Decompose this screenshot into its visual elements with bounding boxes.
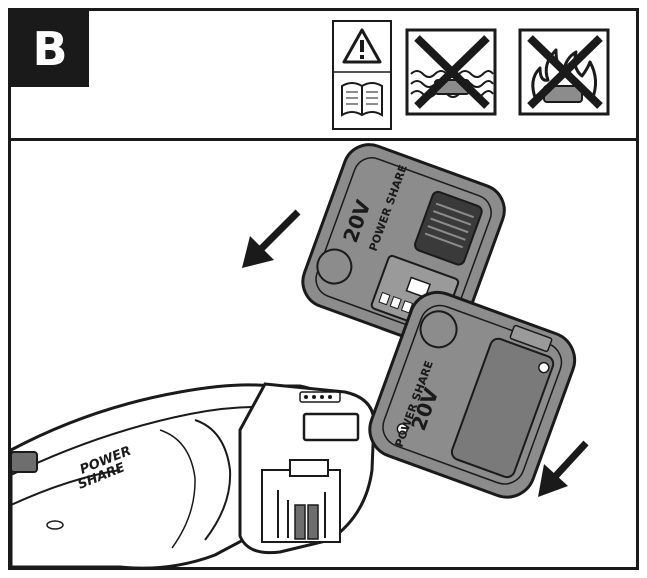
header-divider bbox=[8, 138, 639, 141]
step-label: B bbox=[11, 11, 89, 87]
battery-pack-lower bbox=[368, 290, 577, 499]
remove-arrow-icon bbox=[538, 440, 589, 497]
no-water-immersion-icon bbox=[405, 28, 497, 116]
no-fire-icon bbox=[518, 28, 610, 116]
instruction-panel-frame bbox=[8, 8, 639, 570]
remove-arrow-icon bbox=[242, 209, 301, 268]
power-tool-body bbox=[11, 382, 376, 567]
warning-read-manual-icon bbox=[332, 20, 392, 130]
